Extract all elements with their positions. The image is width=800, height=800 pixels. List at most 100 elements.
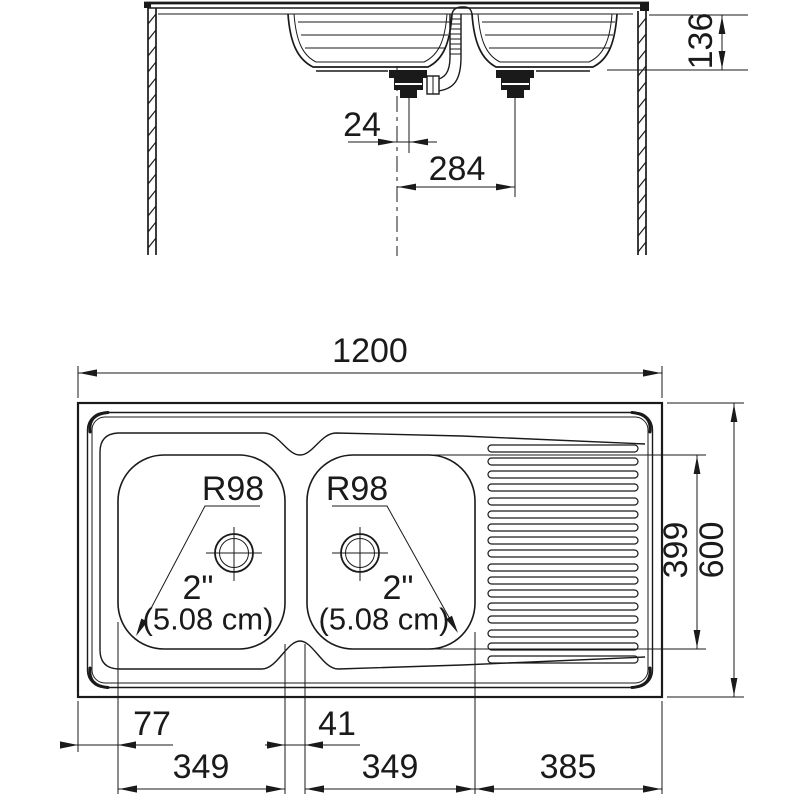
bowl2-radius-label: R98 xyxy=(326,470,388,508)
bottom-extension-lines xyxy=(77,622,663,794)
dim-bowl2-width-label: 349 xyxy=(362,748,419,786)
arrowhead-left-icon xyxy=(398,183,416,191)
arrowhead-down-icon xyxy=(730,678,738,696)
dim-overall-depth-label: 600 xyxy=(693,522,731,579)
bowl1-section xyxy=(287,13,453,72)
dim-bowl-depth: 136 xyxy=(607,13,748,71)
dim-bowl1-width: 349 xyxy=(118,748,285,793)
dim-overall-width: 1200 xyxy=(77,332,663,398)
hose-ribs xyxy=(450,18,461,55)
bowl1-drain-size-in: 2" xyxy=(183,569,214,607)
bowl2-inner-wall xyxy=(477,13,613,63)
arrowhead-right-icon xyxy=(643,369,661,377)
hose-walls xyxy=(449,14,462,57)
dim-bowl-gap-label: 41 xyxy=(318,705,356,743)
bowl2-outer-wall xyxy=(471,13,618,68)
dim-bowl-zone-depth: 399 xyxy=(430,454,706,650)
dim-overall-width-label: 1200 xyxy=(332,332,408,370)
dim-bowl-gap: 41 xyxy=(265,705,360,749)
extension-lines xyxy=(667,402,744,698)
leader-arrowhead-icon xyxy=(446,615,458,633)
arrowhead-right-icon xyxy=(496,183,514,191)
waste-elbow-pipe xyxy=(426,14,462,95)
dim-drain-offset-label: 24 xyxy=(343,106,381,144)
radius-callout-bowl1: R98 xyxy=(136,470,264,636)
counter-right-endcap xyxy=(640,2,649,11)
rim-outline-inner xyxy=(91,416,649,684)
drain2-crosshair xyxy=(332,527,388,581)
arrowhead-right-icon xyxy=(456,785,474,793)
drain1-crosshair xyxy=(206,527,262,581)
bowl1-outer-wall xyxy=(287,13,453,68)
dim-bowl2-width: 349 xyxy=(305,748,475,793)
arrowhead-left-icon xyxy=(119,785,137,793)
plan-view: R98 R98 2" (5.08 cm) 2" (5.08 cm) 1200 xyxy=(60,332,744,794)
dim-drain-spacing: 284 xyxy=(397,150,515,191)
bowl2-drain-size-in: 2" xyxy=(383,569,414,607)
bowl2-drain xyxy=(332,527,388,581)
arrowhead-left-icon xyxy=(118,741,136,749)
bowl1-leader-line xyxy=(137,505,260,634)
bowl2-outline xyxy=(306,454,476,650)
dim-left-margin: 77 xyxy=(60,705,173,749)
radius-callout-bowl2: R98 xyxy=(326,470,458,633)
dim-drain-spacing-label: 284 xyxy=(429,150,486,188)
arrowhead-up-icon xyxy=(718,16,726,34)
left-wall-hatch xyxy=(147,13,157,249)
arrowhead-left-icon xyxy=(79,369,97,377)
dim-left-margin-label: 77 xyxy=(133,705,171,743)
arrowhead-left-icon xyxy=(410,138,428,146)
bowl1-radius-label: R98 xyxy=(202,470,264,508)
bowl2-drain-size-cm: (5.08 cm) xyxy=(319,602,450,637)
sink-outer-edge xyxy=(76,401,664,699)
drain2-assembly xyxy=(496,70,534,98)
dim-drain-offset: 24 xyxy=(343,106,437,146)
drain2-tailpiece xyxy=(507,90,524,98)
dim-bowl1-width-label: 349 xyxy=(173,748,230,786)
elevation-view: 24 284 136 xyxy=(144,1,748,256)
left-wall xyxy=(147,8,157,255)
bowl2-contour-lines xyxy=(482,21,615,49)
rim-outline-outer xyxy=(86,411,654,689)
bowl2-section xyxy=(471,13,618,72)
arrowhead-up-icon xyxy=(730,404,738,422)
right-wall xyxy=(637,8,647,255)
elbow-outer xyxy=(437,56,462,92)
drain1-assembly xyxy=(389,70,427,98)
drainer-ribs xyxy=(487,444,639,664)
dim-overall-depth: 600 xyxy=(667,402,744,698)
extension-lines xyxy=(430,454,706,650)
arrowhead-right-icon xyxy=(267,741,285,749)
drain2-flange xyxy=(496,70,534,78)
arrowhead-up-icon xyxy=(693,456,701,474)
arrowhead-left-icon xyxy=(306,785,324,793)
extension-lines xyxy=(607,14,748,71)
bowl1-drain xyxy=(206,527,262,581)
bowl2-leader-line xyxy=(332,505,457,631)
arrowhead-left-icon xyxy=(305,741,323,749)
bowl1-drain-size-cm: (5.08 cm) xyxy=(143,602,274,637)
arrowhead-right-icon xyxy=(643,785,661,793)
basin-contour-top xyxy=(99,432,646,456)
extension-lines xyxy=(77,366,663,398)
dim-drainer-width: 385 xyxy=(475,748,662,793)
basin-contour-bottom xyxy=(99,640,646,670)
arrowhead-down-icon xyxy=(718,51,726,69)
dim-drainer-width-label: 385 xyxy=(540,748,597,786)
arrowhead-right-icon xyxy=(378,138,396,146)
arrowhead-right-icon xyxy=(60,741,78,749)
arrowhead-left-icon xyxy=(476,785,494,793)
rim-corner-accents xyxy=(88,411,652,689)
arrowhead-right-icon xyxy=(266,785,284,793)
right-wall-hatch xyxy=(637,17,647,253)
bowl1-outline xyxy=(117,454,286,650)
drain1-flange xyxy=(389,70,427,78)
counter-left-endcap xyxy=(144,2,151,8)
dim-bowl-depth-label: 136 xyxy=(682,13,720,70)
drain1-tailpiece xyxy=(400,90,417,98)
bowl1-contour-lines xyxy=(298,21,450,49)
bowl1-inner-wall xyxy=(293,13,448,63)
dim-bowl-zone-depth-label: 399 xyxy=(657,522,695,579)
